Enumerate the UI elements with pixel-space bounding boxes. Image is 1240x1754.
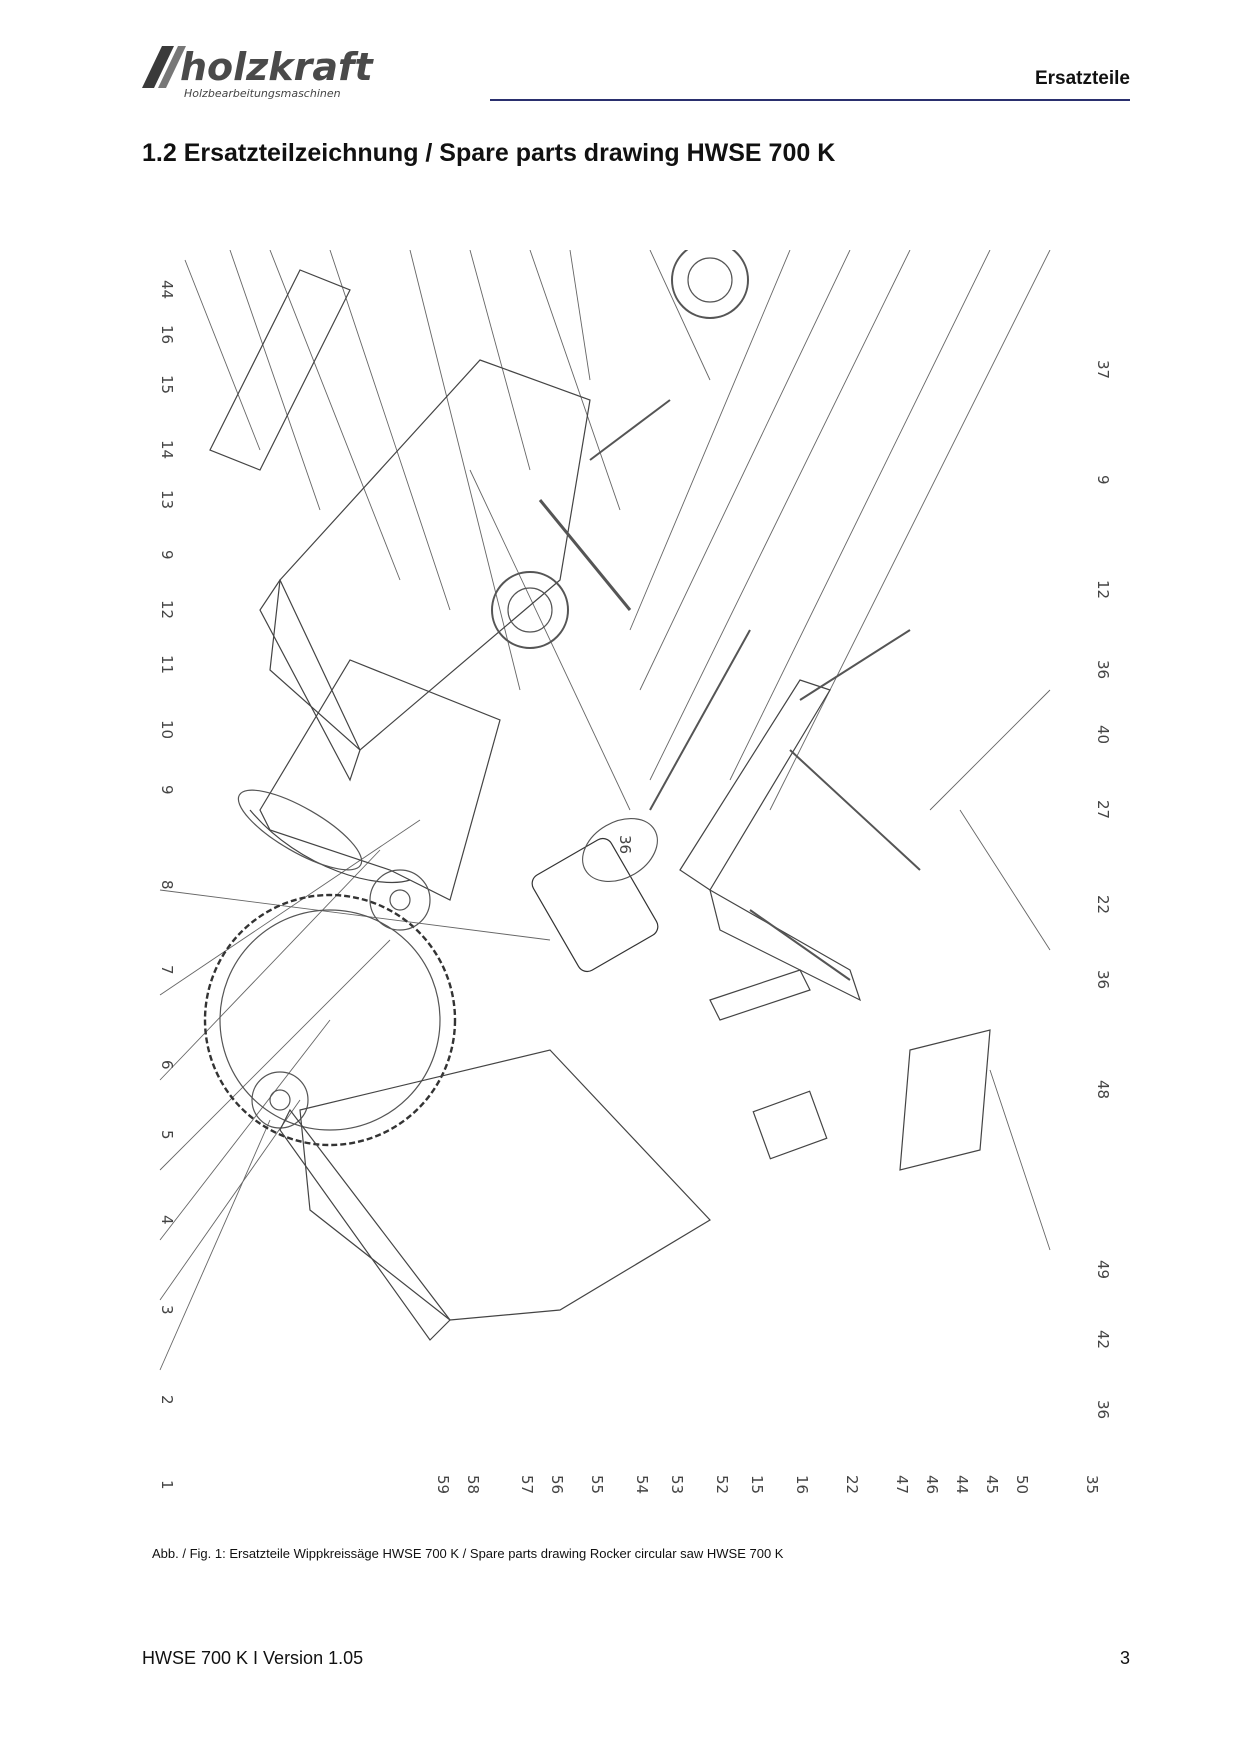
callout-left-14: 5 [158,1130,176,1140]
callout-right-9: 48 [1094,1080,1112,1099]
holzkraft-logo: holzkraft Holzbearbeitungsmaschinen [142,45,374,100]
callout-bottom-1: 59 [434,1475,452,1494]
callout-left-15: 4 [158,1215,176,1225]
right-callouts: 37 9 12 36 40 27 22 36 48 49 42 36 [1094,360,1112,1419]
callout-bottom-6: 54 [633,1475,651,1494]
callout-right-5: 40 [1094,725,1112,744]
callout-bottom-15: 45 [983,1475,1001,1494]
callout-right-1: 37 [1094,360,1112,379]
callout-bottom-2: 58 [464,1475,482,1494]
footer-doc-version: HWSE 700 K I Version 1.05 [142,1648,364,1668]
callout-left-2: 16 [158,325,176,344]
callout-left-9: 10 [158,720,176,739]
callout-left-16: 3 [158,1305,176,1315]
callout-bottom-7: 53 [668,1475,686,1494]
footer-page-number: 3 [1119,1648,1130,1668]
brand-tagline: Holzbearbeitungsmaschinen [184,87,341,100]
callout-bottom-5: 55 [588,1475,606,1494]
callout-left-3: 15 [158,375,176,394]
callout-left-6: 9 [158,550,176,560]
callout-right-11: 42 [1094,1330,1112,1349]
callout-left-11: 8 [158,880,176,890]
callout-right-10: 49 [1094,1260,1112,1279]
callout-right-2: 9 [1094,475,1112,485]
page-title: 1.2 Ersatzteilzeichnung / Spare parts dr… [142,139,836,167]
left-callouts: 44 16 15 14 13 9 12 11 10 9 8 7 6 5 4 3 … [158,280,176,1490]
callout-right-3: 12 [1094,580,1112,599]
brand-name: holzkraft [180,45,374,89]
callout-bottom-10: 16 [793,1475,811,1494]
callout-bottom-11: 22 [843,1475,861,1494]
callout-bottom-16: 50 [1013,1475,1031,1494]
callout-left-10: 9 [158,785,176,795]
callout-right-6: 27 [1094,800,1112,819]
callout-bottom-13: 46 [923,1475,941,1494]
section-label: Ersatzteile [1034,68,1130,89]
callout-right-12: 36 [1094,1400,1112,1419]
leader-lines [159,250,1051,1371]
callout-left-17: 2 [158,1395,176,1405]
callout-bottom-3: 57 [518,1475,536,1494]
callout-bottom-17: 35 [1083,1475,1101,1494]
callout-left-12: 7 [158,965,176,975]
callout-left-4: 14 [158,440,176,459]
callout-left-13: 6 [158,1060,176,1070]
callout-bottom-9: 15 [748,1475,766,1494]
header-rule [490,99,1130,101]
callout-right-4: 36 [1094,660,1112,679]
bottom-callouts: 59 58 57 56 55 54 53 52 15 16 22 47 46 4… [434,1475,1101,1494]
callout-right-8: 36 [1094,970,1112,989]
callout-left-18: 1 [158,1480,176,1490]
callout-left-5: 13 [158,490,176,509]
callout-bottom-4: 56 [548,1475,566,1494]
callout-left-1: 44 [158,280,176,299]
callout-bottom-8: 52 [713,1475,731,1494]
callout-left-8: 11 [158,655,176,674]
callout-inner-36: 36 [616,835,634,854]
parts-drawing: 44 16 15 14 13 9 12 11 10 9 8 7 6 5 4 3 … [158,250,1112,1494]
callout-right-7: 22 [1094,895,1112,914]
callout-bottom-14: 44 [953,1475,971,1494]
callout-left-7: 12 [158,600,176,619]
figure-caption: Abb. / Fig. 1: Ersatzteile Wippkreissäge… [152,1546,784,1561]
callout-bottom-12: 47 [893,1475,911,1494]
